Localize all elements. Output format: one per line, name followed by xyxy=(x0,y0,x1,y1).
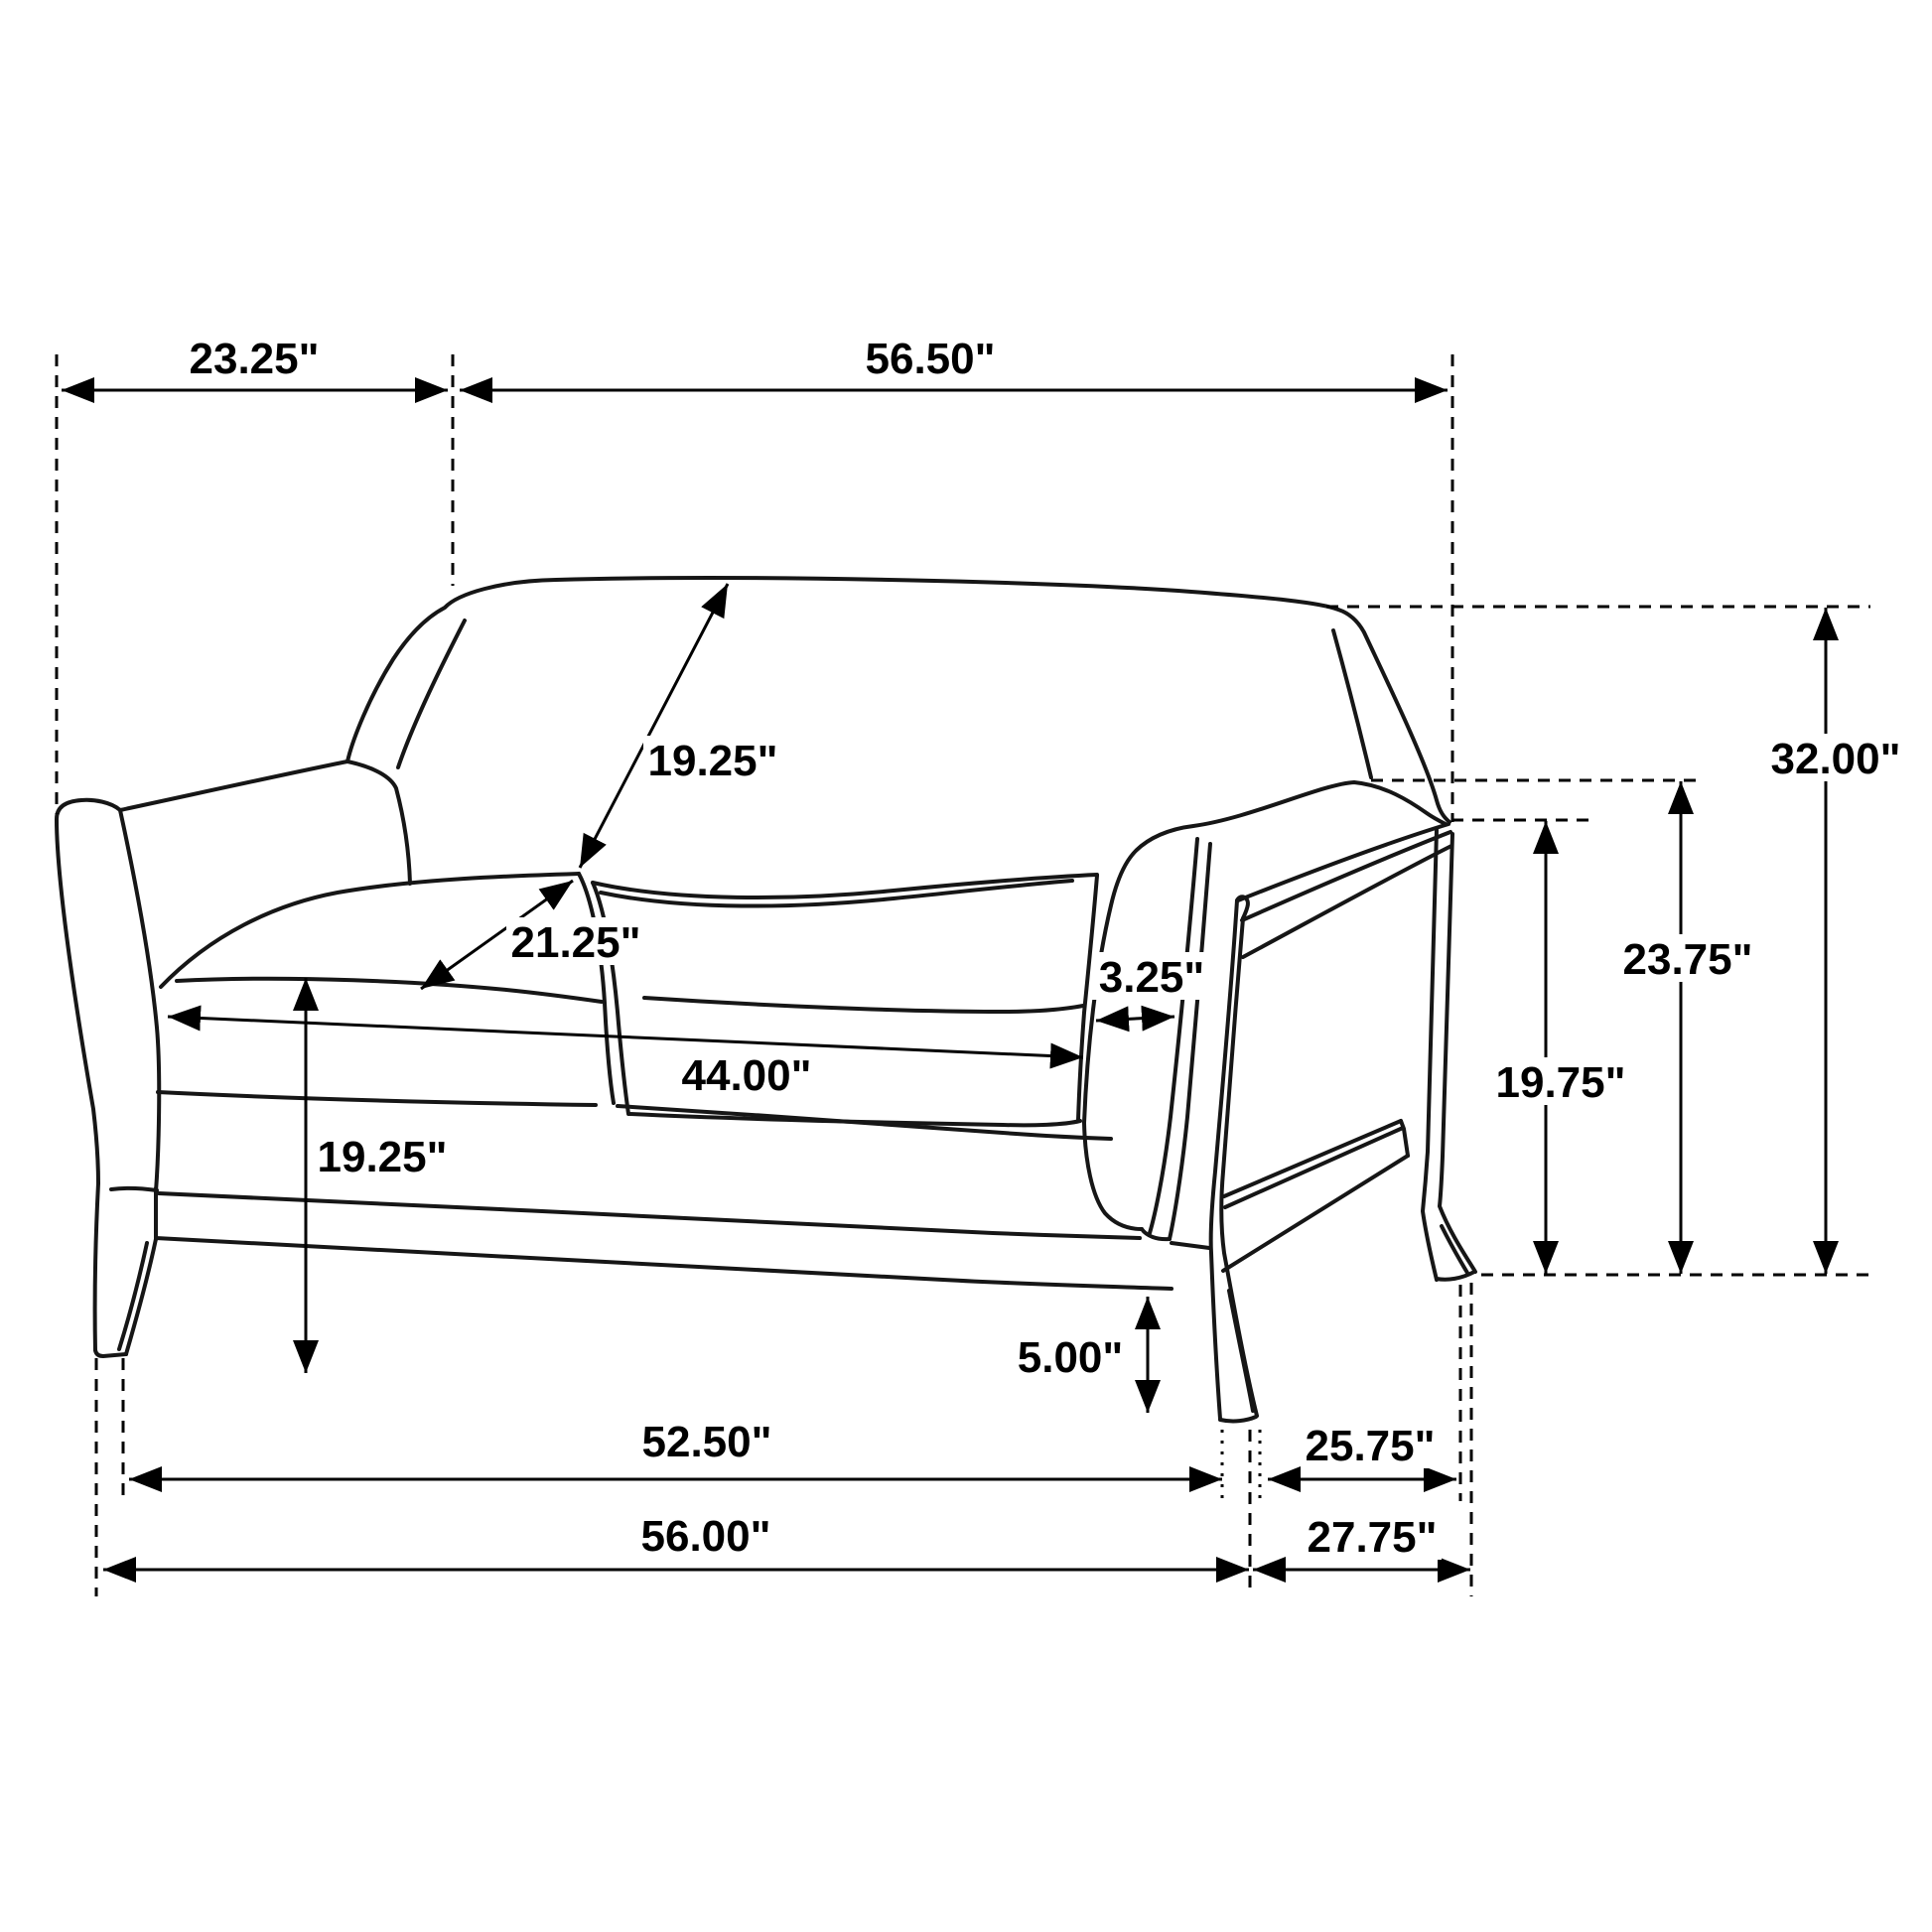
svg-text:23.75": 23.75" xyxy=(1623,935,1753,984)
svg-text:56.00": 56.00" xyxy=(641,1512,771,1561)
svg-text:19.25": 19.25" xyxy=(318,1133,448,1181)
svg-text:5.00": 5.00" xyxy=(1018,1333,1124,1382)
svg-text:3.25": 3.25" xyxy=(1099,953,1205,1002)
svg-text:25.75": 25.75" xyxy=(1306,1422,1436,1470)
svg-text:44.00": 44.00" xyxy=(682,1051,812,1100)
svg-text:32.00": 32.00" xyxy=(1771,735,1901,783)
svg-text:27.75": 27.75" xyxy=(1308,1513,1438,1562)
svg-text:19.75": 19.75" xyxy=(1496,1058,1626,1107)
svg-text:21.25": 21.25" xyxy=(511,918,641,967)
svg-text:56.50": 56.50" xyxy=(866,335,996,383)
svg-text:52.50": 52.50" xyxy=(642,1418,772,1466)
svg-text:19.25": 19.25" xyxy=(648,737,778,785)
svg-text:23.25": 23.25" xyxy=(190,335,320,383)
